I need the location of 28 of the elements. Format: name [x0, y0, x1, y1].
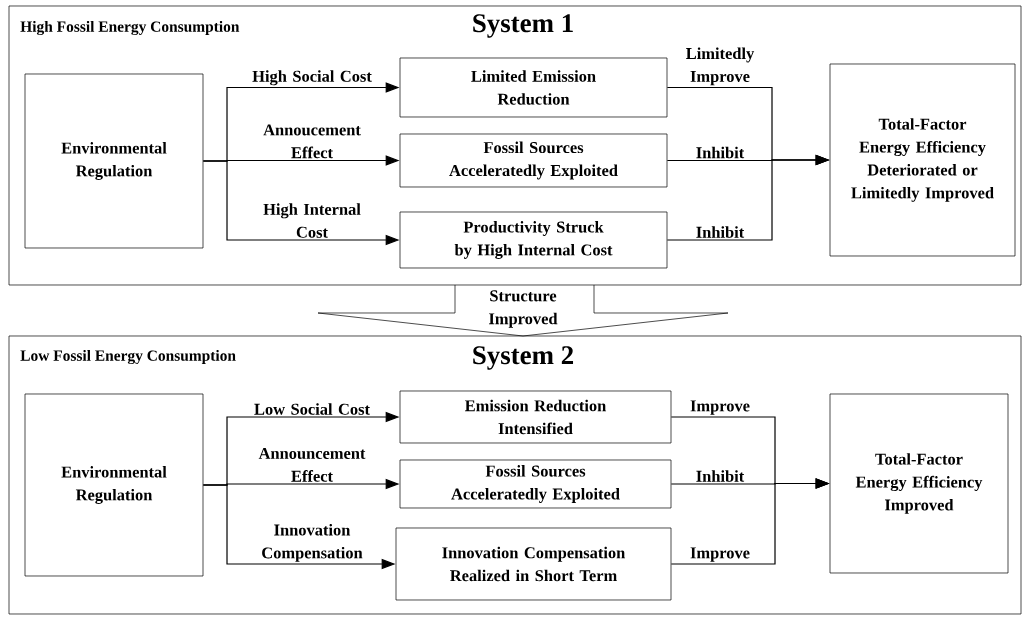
result-box: Total-Factor Energy Efficiency Improved: [829, 393, 1009, 574]
source-box: Environmental Regulation: [24, 393, 204, 577]
process-box: Emission Reduction Intensified: [399, 390, 672, 444]
edge-label: Inhibit: [696, 226, 745, 238]
edge-label: Improve: [690, 400, 750, 415]
edge-label: Innovation Compensation: [262, 523, 363, 562]
edge-label: High Social Cost: [252, 70, 372, 86]
result-box: Total-Factor Energy Efficiency Deteriorated or Limitedly Improved: [829, 63, 1016, 257]
edge-label: Annoucement Effect: [263, 124, 361, 159]
process-box: Innovation Compensation Realized in Short Term: [395, 527, 672, 601]
panel-title: System 1: [473, 14, 573, 38]
edge-label: Inhibit: [696, 470, 745, 482]
edge-label: Low Social Cost: [254, 403, 370, 415]
system-panel: [8, 5, 1022, 286]
process-box: Limited Emission Reduction: [399, 57, 668, 118]
process-box: Fossil Sources Acceleratedly Exploited: [399, 459, 672, 509]
process-box: Fossil Sources Acceleratedly Exploited: [399, 133, 668, 188]
edge-label: Improve: [690, 547, 750, 562]
panel-title: System 2: [473, 346, 573, 370]
source-box: Environmental Regulation: [24, 73, 204, 249]
system-panel: [8, 335, 1022, 615]
edge-label: High Internal Cost: [263, 203, 361, 238]
panel-heading: High Fossil Energy Consumption: [20, 20, 240, 36]
edge-label: Announcement Effect: [258, 447, 366, 482]
panel-heading: Low Fossil Energy Consumption: [20, 349, 236, 365]
edge-label: Limitedly Improve: [686, 47, 755, 86]
process-box: Productivity Struck by High Internal Cost: [399, 211, 668, 269]
edge-label: Inhibit: [696, 146, 745, 159]
